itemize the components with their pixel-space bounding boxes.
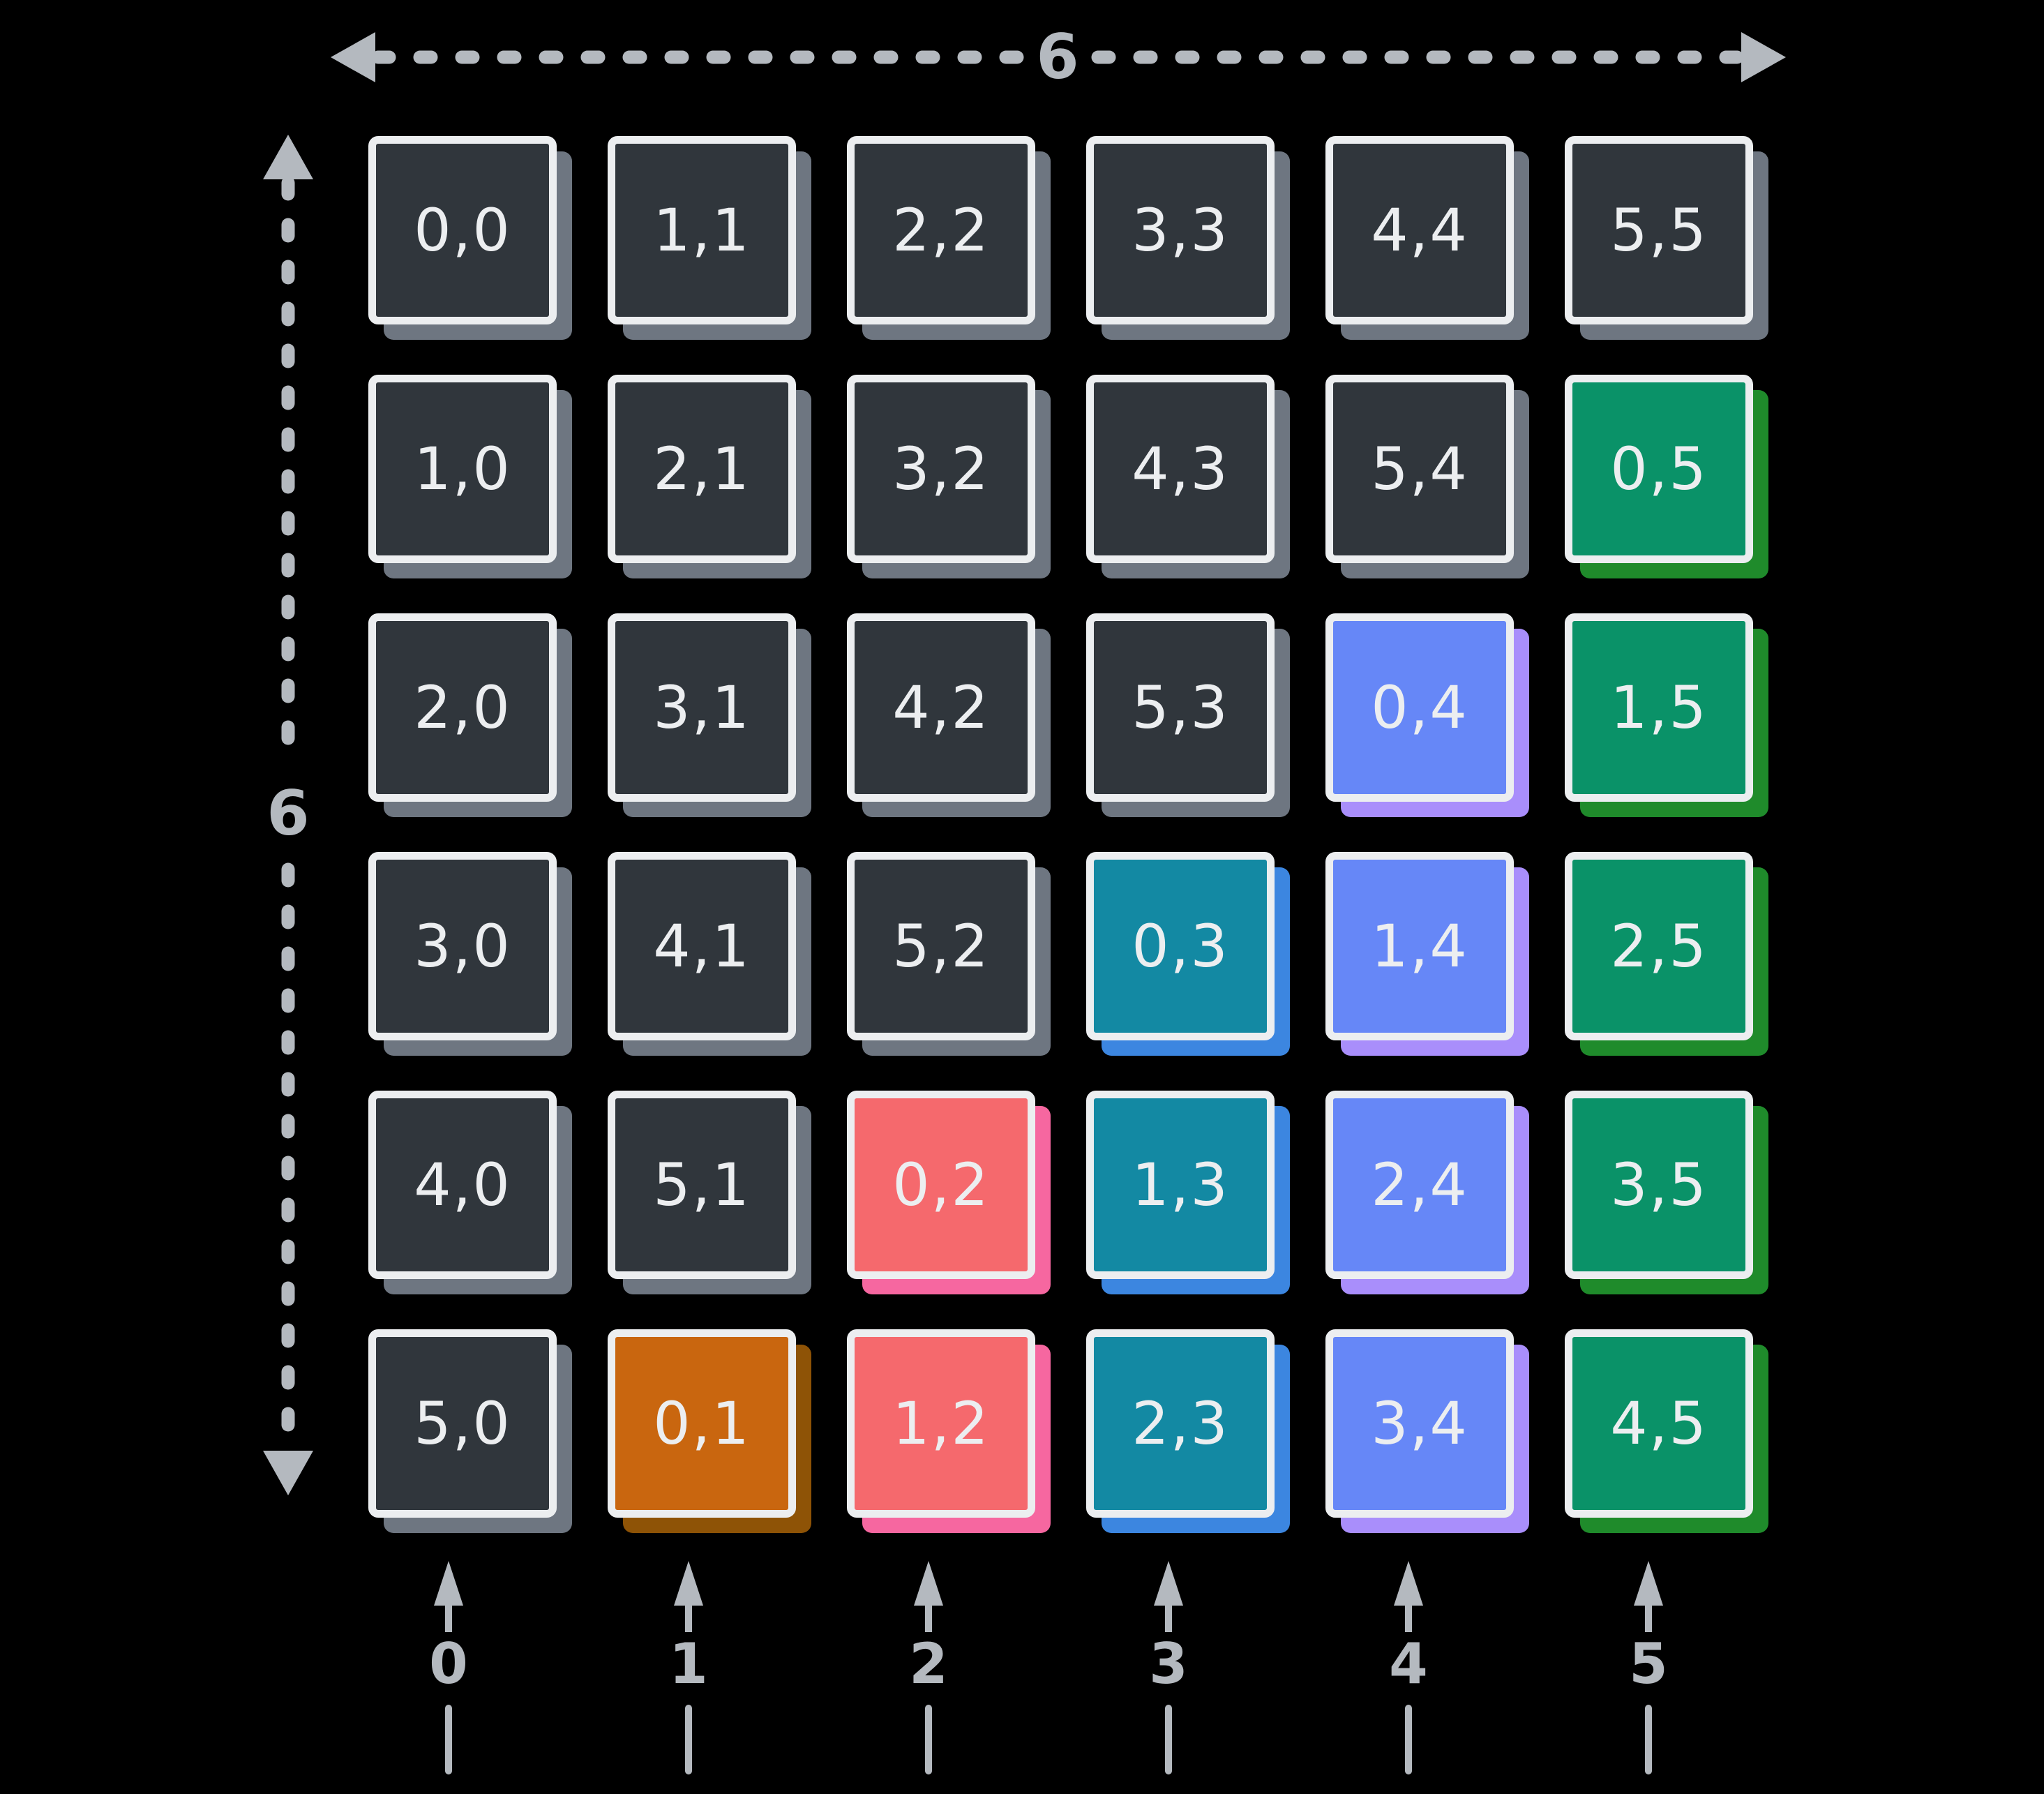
column-index-label: 2 [909,1631,948,1696]
up-arrow-icon [674,1561,703,1632]
grid-cell-label: 1,5 [1610,673,1708,742]
up-arrow-icon [1154,1561,1183,1632]
matrix-grid: 0,0 1,1 2,2 3,3 4,4 5,5 1,0 2,1 3,2 4,3 5,4 0,5 2,0 3… [368,136,1753,1518]
column-index-label: 5 [1629,1631,1668,1696]
column-index-label: 1 [669,1631,708,1696]
top-width-arrow [331,32,1786,82]
grid-cell-1-5: 1,5 [1565,613,1753,802]
grid-cell-5-5: 5,5 [1565,136,1753,324]
grid-cell-5-1: 5,1 [608,1091,796,1279]
grid-cell-label: 5,3 [1132,673,1229,742]
grid-cell-label: 1,0 [414,435,511,503]
grid-cell-0-3: 0,3 [1086,852,1275,1040]
grid-cell-label: 3,4 [1371,1389,1468,1458]
grid-cell-label: 5,0 [414,1389,511,1458]
grid-cell-label: 2,0 [414,673,511,742]
grid-cell-1-1: 1,1 [608,136,796,324]
left-height-arrow [263,135,313,1495]
grid-cell-label: 3,0 [414,912,511,980]
arrowhead-up-icon [263,135,313,179]
grid-cell-5-4: 5,4 [1325,375,1514,563]
grid-cell-2-3: 2,3 [1086,1329,1275,1518]
grid-cell-3-5: 3,5 [1565,1091,1753,1279]
column-index-label: 3 [1149,1631,1188,1696]
grid-cell-4-5: 4,5 [1565,1329,1753,1518]
column-line [685,1705,692,1774]
grid-cell-3-2: 3,2 [847,375,1035,563]
grid-cell-5-2: 5,2 [847,852,1035,1040]
grid-cell-label: 3,2 [892,435,990,503]
grid-cell-3-3: 3,3 [1086,136,1275,324]
grid-cell-label: 2,3 [1132,1389,1229,1458]
grid-cell-4-0: 4,0 [368,1091,557,1279]
grid-cell-label: 2,4 [1371,1151,1468,1219]
grid-cell-2-2: 2,2 [847,136,1035,324]
grid-cell-label: 4,2 [892,673,990,742]
grid-cell-label: 0,5 [1610,435,1708,503]
grid-cell-2-5: 2,5 [1565,852,1753,1040]
grid-cell-0-4: 0,4 [1325,613,1514,802]
grid-cell-0-5: 0,5 [1565,375,1753,563]
arrowhead-right-icon [1741,32,1786,82]
grid-cell-label: 0,0 [414,196,511,264]
arrowhead-left-icon [331,32,375,82]
grid-cell-label: 2,2 [892,196,990,264]
left-axis-label: 6 [266,777,310,849]
grid-cell-label: 5,1 [653,1151,751,1219]
grid-cell-label: 0,4 [1371,673,1468,742]
grid-cell-label: 4,3 [1132,435,1229,503]
grid-cell-label: 0,3 [1132,912,1229,980]
grid-cell-label: 5,2 [892,912,990,980]
grid-cell-2-4: 2,4 [1325,1091,1514,1279]
grid-cell-label: 1,3 [1132,1151,1229,1219]
column-index-label: 0 [429,1631,468,1696]
grid-cell-3-0: 3,0 [368,852,557,1040]
grid-cell-0-1: 0,1 [608,1329,796,1518]
grid-cell-label: 0,1 [653,1389,751,1458]
grid-cell-label: 4,4 [1371,196,1468,264]
grid-cell-label: 2,1 [653,435,751,503]
up-arrow-icon [1394,1561,1423,1632]
grid-cell-label: 2,5 [1610,912,1708,980]
grid-cell-0-0: 0,0 [368,136,557,324]
grid-cell-label: 4,0 [414,1151,511,1219]
grid-cell-3-4: 3,4 [1325,1329,1514,1518]
grid-cell-0-2: 0,2 [847,1091,1035,1279]
grid-cell-label: 5,5 [1610,196,1708,264]
column-line [445,1705,452,1774]
grid-cell-2-1: 2,1 [608,375,796,563]
grid-cell-label: 3,1 [653,673,751,742]
grid-cell-1-0: 1,0 [368,375,557,563]
grid-cell-5-3: 5,3 [1086,613,1275,802]
grid-cell-1-3: 1,3 [1086,1091,1275,1279]
top-axis-label: 6 [1036,21,1079,93]
grid-cell-label: 1,1 [653,196,751,264]
up-arrow-icon [914,1561,943,1632]
grid-cell-label: 0,2 [892,1151,990,1219]
grid-cell-label: 1,4 [1371,912,1468,980]
arrowhead-down-icon [263,1451,313,1495]
grid-cell-5-0: 5,0 [368,1329,557,1518]
grid-cell-label: 5,4 [1371,435,1468,503]
grid-cell-2-0: 2,0 [368,613,557,802]
grid-cell-1-4: 1,4 [1325,852,1514,1040]
column-line [1165,1705,1172,1774]
grid-cell-4-1: 4,1 [608,852,796,1040]
grid-cell-label: 3,5 [1610,1151,1708,1219]
grid-cell-1-2: 1,2 [847,1329,1035,1518]
up-arrow-icon [434,1561,463,1632]
column-line [925,1705,932,1774]
column-line [1405,1705,1412,1774]
grid-cell-3-1: 3,1 [608,613,796,802]
grid-cell-4-3: 4,3 [1086,375,1275,563]
grid-cell-4-2: 4,2 [847,613,1035,802]
column-index-label: 4 [1389,1631,1428,1696]
grid-cell-label: 3,3 [1132,196,1229,264]
grid-cell-4-4: 4,4 [1325,136,1514,324]
grid-cell-label: 4,5 [1610,1389,1708,1458]
up-arrow-icon [1634,1561,1663,1632]
grid-cell-label: 1,2 [892,1389,990,1458]
column-line [1645,1705,1652,1774]
grid-cell-label: 4,1 [653,912,751,980]
